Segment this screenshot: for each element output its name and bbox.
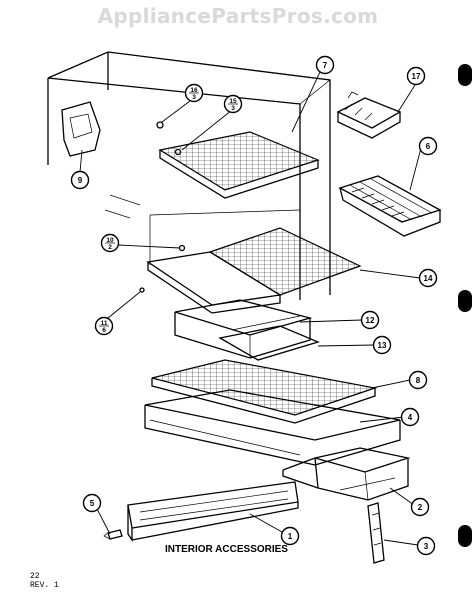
callout-circle bbox=[82, 493, 102, 513]
callout-circle bbox=[372, 335, 392, 355]
callout-quantity: 3 bbox=[231, 105, 235, 112]
registration-mark bbox=[458, 525, 472, 547]
callout-10: 102 bbox=[100, 233, 120, 253]
callout-number: 4 bbox=[408, 413, 413, 422]
part-10-screw bbox=[178, 244, 186, 252]
callout-number: 9 bbox=[78, 176, 83, 185]
callout-number: 8 bbox=[416, 376, 421, 385]
callout-quantity: 2 bbox=[108, 244, 112, 251]
part-7-wire-shelf bbox=[158, 131, 320, 199]
registration-mark bbox=[458, 290, 472, 312]
callout-circle bbox=[315, 55, 335, 75]
part-16-screw bbox=[156, 121, 164, 129]
callout-circle bbox=[406, 66, 426, 86]
callout-circle bbox=[408, 370, 428, 390]
callout-number: 15 bbox=[229, 98, 237, 105]
callout-number: 5 bbox=[90, 499, 95, 508]
callout-14: 14 bbox=[418, 268, 438, 288]
part-3-drawer-support bbox=[367, 502, 385, 564]
revision-label: REV. 1 bbox=[30, 581, 59, 590]
diagram-caption: INTERIOR ACCESSORIES bbox=[165, 544, 288, 555]
callout-3: 3 bbox=[416, 536, 436, 556]
callout-circle bbox=[280, 526, 300, 546]
callout-number: 13 bbox=[378, 341, 387, 350]
callout-number: 11 bbox=[101, 320, 108, 327]
part-8-wire-shelf bbox=[151, 359, 378, 424]
callout-17: 17 bbox=[406, 66, 426, 86]
part-2-meat-drawer bbox=[282, 447, 411, 501]
refrigerator-cabinet bbox=[47, 51, 331, 300]
callout-2: 2 bbox=[410, 497, 430, 517]
callout-number: 14 bbox=[424, 274, 433, 283]
callout-12: 12 bbox=[360, 310, 380, 330]
part-5-screw bbox=[103, 529, 123, 540]
callout-number: 3 bbox=[424, 542, 429, 551]
callout-circle bbox=[410, 497, 430, 517]
callout-number: 2 bbox=[418, 503, 423, 512]
callout-11: 116 bbox=[94, 316, 114, 336]
callout-5: 5 bbox=[82, 493, 102, 513]
callout-15: 153 bbox=[223, 94, 243, 114]
page-number-block: 22 REV. 1 bbox=[30, 572, 59, 590]
page-number: 22 bbox=[30, 572, 40, 581]
callout-number: 12 bbox=[366, 316, 375, 325]
callout-quantity: 6 bbox=[102, 327, 106, 334]
callout-number: 1 bbox=[288, 532, 293, 541]
callout-circle bbox=[416, 536, 436, 556]
callout-quantity: 3 bbox=[192, 94, 196, 101]
registration-mark bbox=[458, 64, 472, 86]
callout-number: 6 bbox=[426, 142, 431, 151]
callout-number: 17 bbox=[412, 72, 421, 81]
watermark: AppliancePartsPros.com bbox=[97, 4, 379, 28]
callout-circle bbox=[418, 136, 438, 156]
callout-circle bbox=[400, 407, 420, 427]
callout-9: 9 bbox=[70, 170, 90, 190]
callout-number: 10 bbox=[106, 237, 114, 244]
part-15-screw bbox=[174, 148, 182, 156]
part-4-crisper-cover bbox=[144, 389, 401, 466]
part-14-wire-shelf bbox=[146, 227, 362, 314]
callout-circle bbox=[70, 170, 90, 190]
callout-number: 7 bbox=[323, 61, 328, 70]
callout-7: 7 bbox=[315, 55, 335, 75]
callout-16: 163 bbox=[184, 83, 204, 103]
callout-13: 13 bbox=[372, 335, 392, 355]
callout-6: 6 bbox=[418, 136, 438, 156]
part-17-control-bracket bbox=[336, 91, 402, 139]
part-11-screw bbox=[139, 287, 145, 293]
callout-circle bbox=[418, 268, 438, 288]
callout-4: 4 bbox=[400, 407, 420, 427]
callout-circle bbox=[360, 310, 380, 330]
callout-8: 8 bbox=[408, 370, 428, 390]
callout-1: 1 bbox=[280, 526, 300, 546]
part-6-ice-tray bbox=[338, 175, 442, 237]
part-12-13-crisper bbox=[174, 299, 320, 361]
leader-lines bbox=[79, 71, 422, 546]
part-1-trim-strip bbox=[127, 481, 299, 543]
callout-number: 16 bbox=[190, 87, 198, 94]
part-9-light-shield bbox=[61, 101, 101, 157]
